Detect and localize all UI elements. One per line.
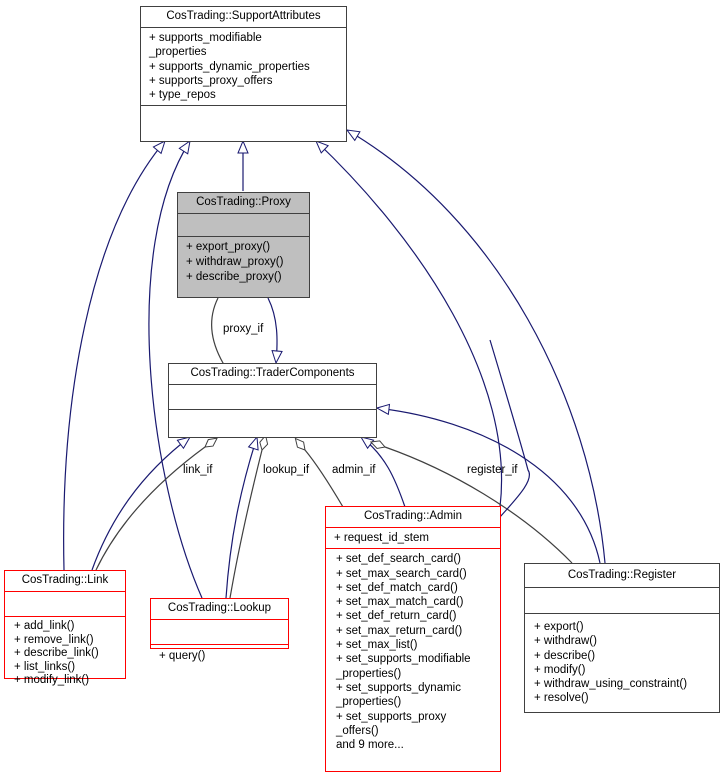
attribute: + supports_proxy_offers xyxy=(149,74,273,87)
more-methods-note: and 9 more... xyxy=(336,739,404,752)
method: + set_max_list() xyxy=(336,639,418,652)
method: + modify_link() xyxy=(14,674,90,686)
node-register[interactable]: CosTrading::Register + export() + withdr… xyxy=(524,563,720,713)
attribute: + type_repos xyxy=(149,89,216,102)
methods-section xyxy=(141,106,346,130)
node-title: CosTrading::Link xyxy=(5,571,125,592)
method: + set_max_match_card() xyxy=(336,596,464,609)
method: + set_supports_modifiable xyxy=(336,653,471,666)
method: + withdraw_proxy() xyxy=(186,256,284,268)
edge-proxy-if-usage xyxy=(211,297,231,378)
method: _properties() xyxy=(336,696,402,709)
attribute: + supports_modifiable xyxy=(149,32,262,44)
method: + describe_proxy() xyxy=(186,271,282,283)
method: _properties() xyxy=(336,667,402,680)
method: + resolve() xyxy=(534,692,589,705)
node-lookup[interactable]: CosTrading::Lookup + query() xyxy=(150,598,289,662)
method: + export() xyxy=(534,621,584,633)
method: + remove_link() xyxy=(14,633,94,646)
method: + list_links() xyxy=(14,660,76,673)
node-title: CosTrading::Admin xyxy=(326,507,500,528)
node-title: CosTrading::Lookup xyxy=(151,599,288,620)
method: + export_proxy() xyxy=(186,241,271,253)
attributes-section xyxy=(525,588,719,614)
node-title: CosTrading::TraderComponents xyxy=(169,364,376,385)
edge-admin-inherits-supportattributes xyxy=(316,141,503,508)
edge-link-inherits-supportattributes xyxy=(63,141,165,571)
method: + set_supports_proxy xyxy=(336,710,447,723)
edge-register-inherits-tradercomponents xyxy=(377,408,601,564)
method: + set_max_search_card() xyxy=(336,567,467,580)
method: + add_link() xyxy=(14,620,75,632)
method: + set_def_return_card() xyxy=(336,610,457,623)
edge-label-register-if: register_if xyxy=(467,464,518,476)
method: + describe_link() xyxy=(14,647,99,659)
method: + set_supports_dynamic xyxy=(336,681,461,694)
methods-section: + query() xyxy=(151,645,288,666)
node-title: CosTrading::Proxy xyxy=(178,193,309,214)
edge-admin-inherits-tradercomponents xyxy=(361,437,406,508)
method: + withdraw() xyxy=(534,635,597,648)
node-admin[interactable]: CosTrading::Admin + request_id_stem + se… xyxy=(325,506,501,772)
node-support-attributes[interactable]: CosTrading::SupportAttributes + supports… xyxy=(140,6,347,142)
edge-register-if-usage xyxy=(369,440,573,564)
method: + describe() xyxy=(534,649,596,662)
node-title: CosTrading::SupportAttributes xyxy=(141,7,346,28)
attributes-section: + supports_modifiable _properties + supp… xyxy=(141,28,346,107)
method: + query() xyxy=(159,650,206,662)
edge-proxy-inherits-tradercomponents xyxy=(267,297,277,363)
edge-admin-if-usage xyxy=(294,437,344,508)
edge-label-lookup-if: lookup_if xyxy=(263,464,310,476)
attribute: + request_id_stem xyxy=(334,532,429,544)
attribute: + supports_dynamic_properties xyxy=(149,60,310,73)
edge-link-inherits-tradercomponents xyxy=(91,437,190,571)
attribute: _properties xyxy=(149,46,207,59)
methods-section: + set_def_search_card() + set_max_search… xyxy=(326,549,500,755)
edge-admin-register-crossing xyxy=(489,339,531,518)
edge-lookup-inherits-supportattributes xyxy=(148,141,203,599)
methods-section: + add_link() + remove_link() + describe_… xyxy=(5,617,125,691)
method: + set_max_return_card() xyxy=(336,624,463,637)
method: + withdraw_using_constraint() xyxy=(534,678,688,691)
methods-section: + export() + withdraw() + describe() + m… xyxy=(525,614,719,709)
methods-section xyxy=(169,410,376,434)
attributes-section xyxy=(151,620,288,645)
edge-lookup-if-usage xyxy=(229,434,269,599)
edge-label-link-if: link_if xyxy=(183,464,213,476)
attributes-section: + request_id_stem xyxy=(326,528,500,550)
node-trader-components[interactable]: CosTrading::TraderComponents xyxy=(168,363,377,438)
attributes-section xyxy=(169,385,376,410)
node-proxy[interactable]: CosTrading::Proxy + export_proxy() + wit… xyxy=(177,192,310,298)
edge-link-if-usage xyxy=(95,437,218,571)
method: + set_def_match_card() xyxy=(336,581,458,594)
attributes-section xyxy=(5,592,125,617)
edge-lookup-inherits-tradercomponents xyxy=(225,437,257,599)
method: + set_def_search_card() xyxy=(336,553,461,566)
node-link[interactable]: CosTrading::Link + add_link() + remove_l… xyxy=(4,570,126,686)
method: _offers() xyxy=(336,724,379,737)
attributes-section xyxy=(178,214,309,237)
edge-register-inherits-supportattributes xyxy=(347,130,606,564)
node-title: CosTrading::Register xyxy=(525,564,719,588)
edge-label-proxy-if: proxy_if xyxy=(223,323,264,335)
methods-section: + export_proxy() + withdraw_proxy() + de… xyxy=(178,237,309,288)
method: + modify() xyxy=(534,663,586,676)
edge-label-admin-if: admin_if xyxy=(332,464,376,476)
